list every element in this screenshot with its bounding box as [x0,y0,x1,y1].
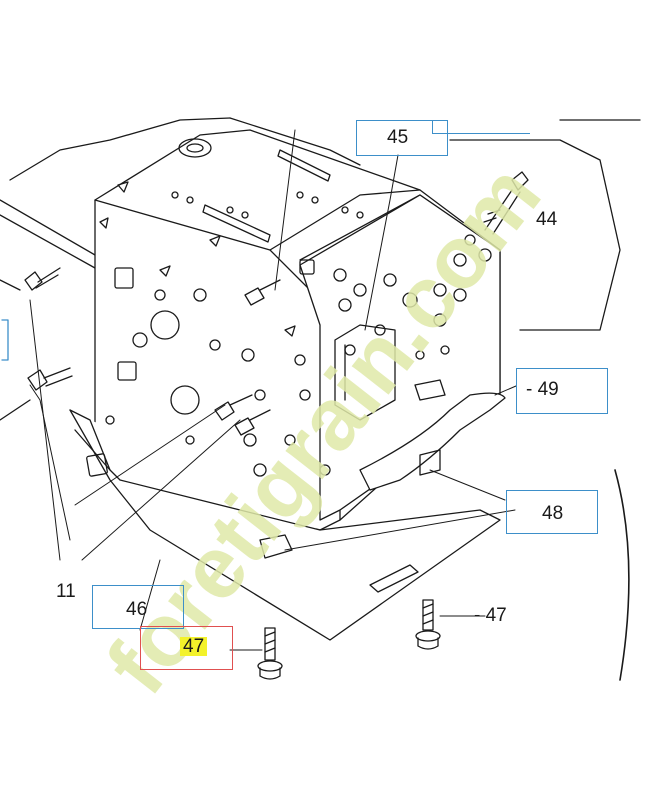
callout-box-47-highlighted [140,626,233,670]
callout-47-highlighted: 47 [180,637,208,656]
bolt-47-right [415,599,441,650]
callout-box-46 [92,585,184,629]
lever-bracket [359,379,506,491]
callout-box-49 [516,368,608,414]
callout-46: 46 [126,599,148,620]
top-plate [171,138,364,243]
bolt-upper-mid [244,279,281,306]
callout-11: 11 [56,581,76,602]
bolt-center-2 [234,409,271,436]
skid-plate [69,409,501,641]
callout-48: 48 [542,503,564,524]
frame-outline [0,117,641,681]
callout-45: 45 [387,127,409,148]
leader-lines [29,129,517,651]
callout-box-45-right [432,120,530,134]
callout-49: 49 [526,380,559,399]
callout-47-right: 47 [474,606,507,625]
bolt-center-1 [214,394,253,421]
bolt-47-left [257,627,283,680]
callout-box-48 [506,490,598,534]
bolt-44 [483,171,529,235]
bolt-left-middle [27,367,73,391]
callout-box-45 [356,120,448,156]
callout-44: 44 [536,209,558,230]
bolt-left-upper [24,267,61,291]
